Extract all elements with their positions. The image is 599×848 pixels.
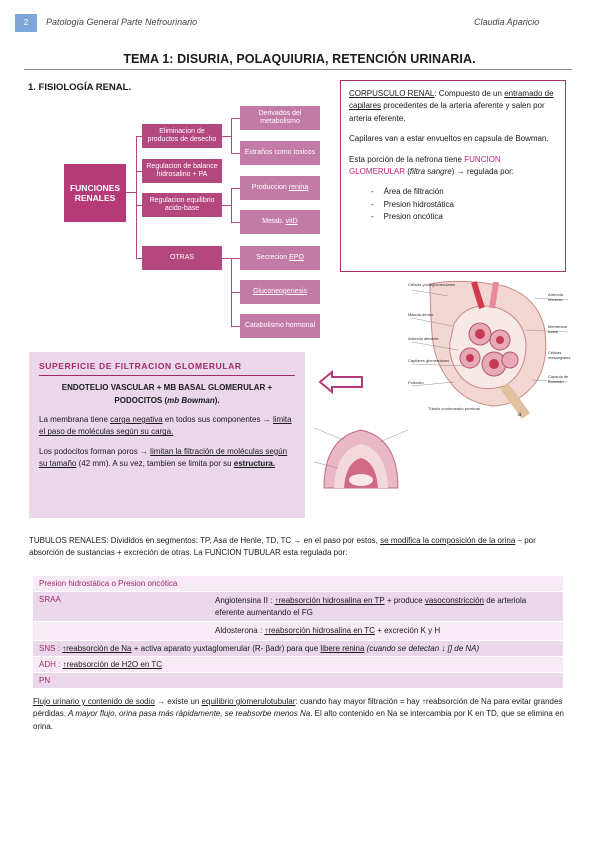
header-author: Claudia Aparicio: [474, 17, 540, 27]
connector: [231, 188, 240, 189]
row-aldosterona: Aldosterona : ↑reabsorción hidrosalina e…: [215, 626, 441, 636]
filtration-membrane-illustration: [314, 418, 408, 498]
diagram-leaf-catabolismo: Catabolismo hormonal: [240, 314, 320, 338]
connector: [136, 136, 137, 258]
header-course: Patología General Parte Nefrourinario: [46, 17, 198, 27]
connector: [136, 136, 142, 137]
tubulos-renales-paragraph: TUBULOS RENALES: Divididos en segmentos:…: [29, 536, 536, 558]
label-capilares: Capilares glomerulares: [408, 358, 450, 363]
section-heading-fisiologia: 1. FISIOLOGÍA RENAL.: [28, 82, 132, 93]
connector: [231, 118, 232, 154]
flujo-urinario-paragraph: Flujo urinario y contenido de sodio → ex…: [33, 697, 564, 731]
superficie-heading: SUPERFICIE DE FILTRACION GLOMERULAR: [39, 360, 295, 377]
regulation-list: Área de filtración Presion hidrostática …: [371, 186, 557, 223]
list-item: Presion oncótica: [371, 211, 557, 223]
diagram-leaf-gluconeogenesis: Gluconeogenesis: [240, 280, 320, 304]
diagram-root: FUNCIONES RENALES: [64, 164, 126, 222]
row-adh: ADH : ↑reabsorción de H2O en TC: [39, 659, 163, 669]
page-header: 2 Patología General Parte Nefrourinario …: [0, 14, 599, 34]
connector: [136, 258, 142, 259]
connector: [231, 292, 240, 293]
label-podocito: Podocito: [408, 380, 424, 385]
superficie-carga: La membrana tiene carga negativa en todo…: [39, 414, 292, 437]
row-presion: Presion hidrostática o Presion oncótica: [39, 579, 178, 588]
diagram-leaf-derivados: Derivados del metabolismo: [240, 106, 320, 130]
label-mesangiales: Células mesangiales: [548, 350, 571, 360]
label-tubulo-proximal: Túbulo contorneado proximal: [428, 406, 480, 411]
diagram-leaf-extranos: Extraños como toxicos: [240, 141, 320, 165]
row-angiotensina: Angiotensina II : ↑reabsorción hidrosali…: [215, 596, 527, 617]
diagram-leaf-renina: Produccion renina: [240, 176, 320, 200]
corpusculo-funcion: Esta porción de la nefrona tiene FUNCION…: [349, 154, 514, 176]
diagram-node-acido-base: Regulacion equilibrio acido-base: [142, 193, 222, 217]
table-row: Aldosterona : ↑reabsorción hidrosalina e…: [33, 622, 563, 641]
corpusculo-renal-box: CORPUSCULO RENAL: Compuesto de un entram…: [340, 80, 566, 272]
label-arteriola-aferente: Arteriola aferente: [408, 336, 439, 341]
row-label-empty: [33, 622, 209, 640]
page-title: TEMA 1: DISURIA, POLAQUIURIA, RETENCIÓN …: [123, 52, 476, 66]
list-item: Área de filtración: [371, 186, 557, 198]
label-capsula-bowman: Cápsula de Bowman: [548, 374, 569, 384]
arrow-left-icon: [318, 370, 363, 394]
row-pn: PN: [39, 675, 51, 685]
diagram-leaf-vitd: Metab. vitD: [240, 210, 320, 234]
connector: [126, 192, 136, 193]
connector: [231, 118, 240, 119]
label-membrana-basal: Membrana basal: [548, 324, 568, 334]
corpusculo-capilares: Capilares van a estar envueltos en capsu…: [349, 134, 549, 144]
superficie-podocitos: Los podocitos forman poros → limitan la …: [39, 446, 288, 469]
diagram-node-balance: Regulacion de balance hidrosalino + PA: [142, 159, 222, 183]
table-row: SNS : ↑reabsorción de Na + activa aparat…: [33, 640, 563, 657]
regulacion-tubular-table: Presion hidrostática o Presion oncótica …: [33, 576, 563, 689]
connector: [222, 205, 231, 206]
connector: [231, 222, 240, 223]
diagram-node-eliminacion: Eliminacion de productos de desecho: [142, 124, 222, 148]
table-row: Presion hidrostática o Presion oncótica: [33, 576, 563, 592]
label-a: a: [518, 412, 522, 418]
diagram-node-otras: OTRAS: [142, 246, 222, 270]
label-macula-densa: Mácula densa: [408, 312, 433, 317]
list-item: Presion hidrostática: [371, 199, 557, 211]
row-sns: SNS : ↑reabsorción de Na + activa aparat…: [39, 643, 480, 653]
glomerulus-drawing: [411, 280, 569, 419]
table-row: ADH : ↑reabsorción de H2O en TC: [33, 656, 563, 673]
connector: [222, 136, 231, 137]
superficie-filtracion-box: SUPERFICIE DE FILTRACION GLOMERULAR ENDO…: [29, 352, 305, 518]
corpusculo-intro: CORPUSCULO RENAL: Compuesto de un entram…: [349, 89, 554, 123]
connector: [231, 326, 240, 327]
connector: [231, 188, 232, 222]
connector: [222, 258, 231, 259]
table-row: PN: [33, 672, 563, 689]
table-row: SRAA Angiotensina II : ↑reabsorción hidr…: [33, 592, 563, 623]
row-label-sraa: SRAA: [39, 595, 61, 604]
title-divider: [24, 69, 572, 70]
diagram-leaf-epo: Secrecion EPO: [240, 246, 320, 270]
glomerulus-illustration: Arteriola eferente Células yuxtaglomerul…: [408, 278, 572, 420]
connector: [231, 153, 240, 154]
superficie-composition: ENDOTELIO VASCULAR + MB BASAL GLOMERULAR…: [61, 383, 273, 405]
label-arteriola-eferente: Arteriola eferente: [548, 292, 563, 302]
connector: [231, 258, 240, 259]
page-number: 2: [15, 14, 37, 32]
label-yuxtaglomerulares: Células yuxtaglomerulares: [408, 282, 456, 287]
connector: [136, 205, 142, 206]
connector: [136, 171, 142, 172]
